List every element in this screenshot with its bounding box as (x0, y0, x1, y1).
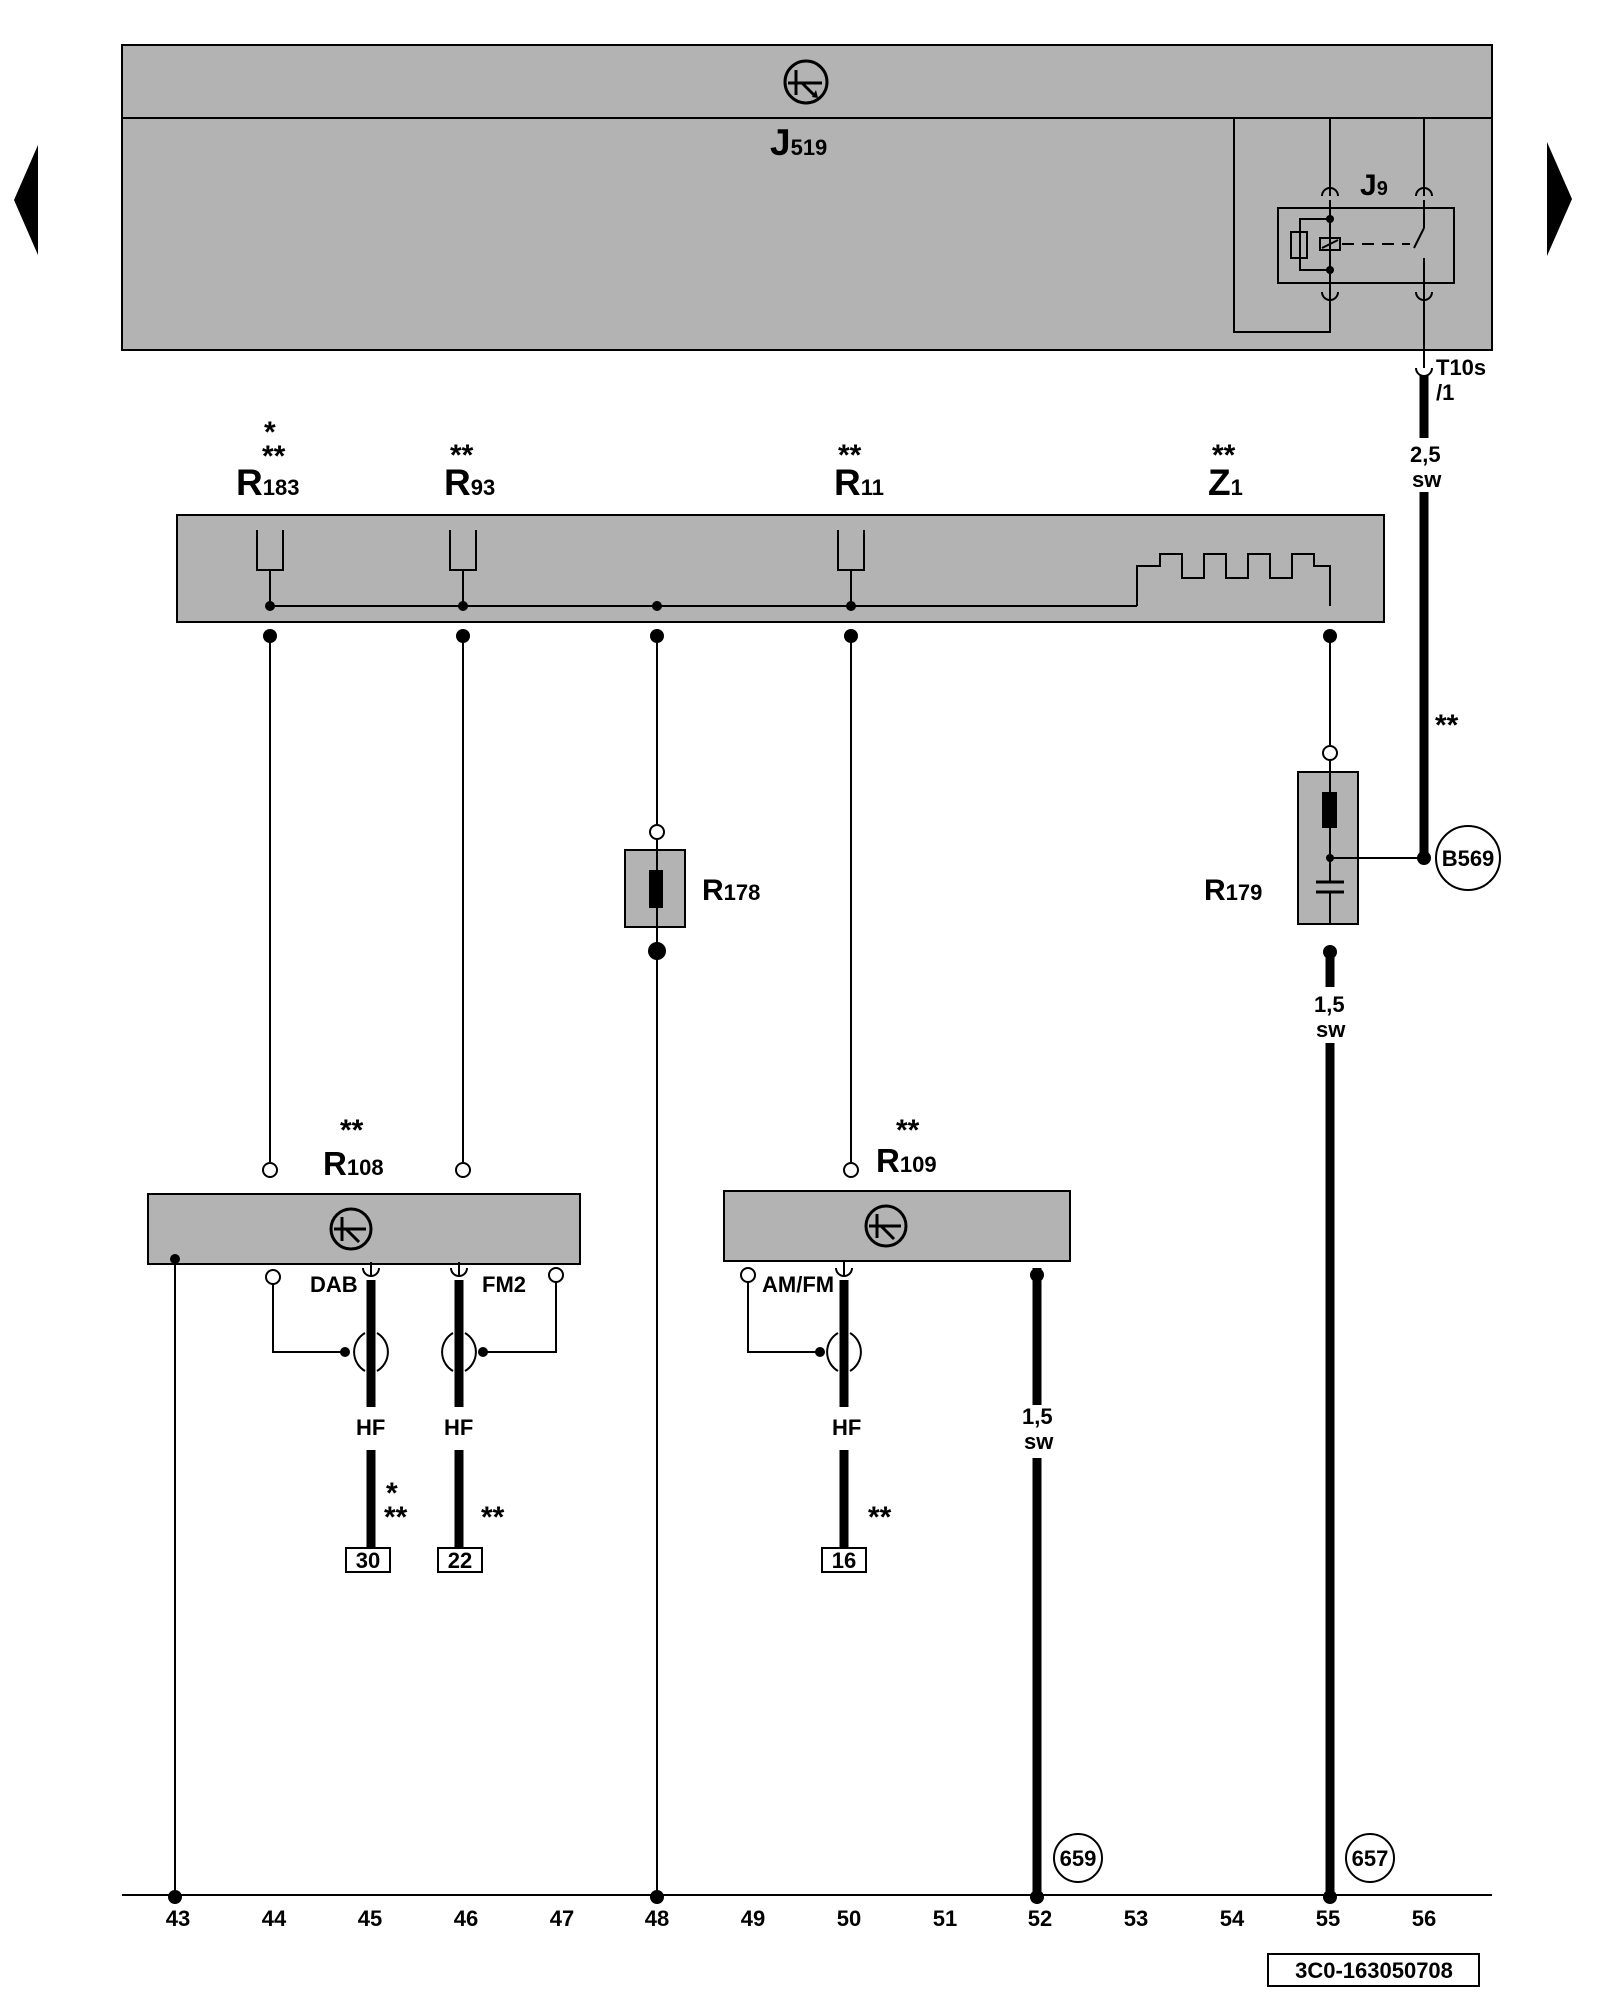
r109-wire-size: 1,5 (1022, 1404, 1053, 1429)
amfm-terminal-number: 16 (832, 1548, 856, 1573)
t10s-connector-label: T10s (1436, 355, 1486, 380)
track-number: 54 (1220, 1906, 1245, 1931)
r183-note-top: * (264, 416, 276, 449)
r183-note-bottom: ** (262, 440, 286, 473)
z1-note: ** (1212, 439, 1236, 472)
track-number: 51 (933, 1906, 957, 1931)
track-number: 47 (550, 1906, 574, 1931)
ref-657-marker: 657 (1345, 1833, 1395, 1883)
ref-657-label: 657 (1352, 1846, 1389, 1871)
j9-relay: J9 (1233, 118, 1455, 350)
track-number: 52 (1028, 1906, 1052, 1931)
diagram-code-box: 3C0-163050708 (1267, 1953, 1480, 1987)
t10s-wire: T10s /1 2,5 sw ** (1410, 350, 1486, 858)
r108-antenna-symbol-icon (329, 1207, 373, 1251)
t10s-wire-color: sw (1412, 467, 1442, 492)
r109-note: ** (896, 1114, 920, 1147)
amfm-note: ** (868, 1501, 892, 1534)
amfm-pin-label: AM/FM (762, 1272, 834, 1297)
track-number: 46 (454, 1906, 478, 1931)
track-number: 55 (1316, 1906, 1340, 1931)
fm2-hf-label: HF (444, 1415, 473, 1440)
r179-wire-size: 1,5 (1314, 992, 1345, 1017)
r109-wire-color: sw (1024, 1429, 1054, 1454)
track-number-row: 43 44 45 46 47 48 49 50 51 52 53 54 55 5… (166, 1906, 1436, 1931)
t10s-wire-note: ** (1435, 709, 1459, 742)
fm2-terminal-number: 22 (448, 1548, 472, 1573)
z1-label: Z1 (1208, 462, 1243, 503)
dab-hf-label: HF (356, 1415, 385, 1440)
r179-label: R179 (1204, 874, 1262, 907)
r183-antenna-symbol-icon (256, 530, 284, 606)
r93-note: ** (450, 439, 474, 472)
dab-terminal-number: 30 (356, 1548, 380, 1573)
r109-antenna-symbol-icon (864, 1204, 908, 1248)
r179-component: R179 (1204, 760, 1431, 925)
ref-659-label: 659 (1060, 1846, 1097, 1871)
track-number: 43 (166, 1906, 190, 1931)
ref-659-marker: 659 (1053, 1833, 1103, 1883)
dab-pin-label: DAB (310, 1272, 358, 1297)
track-number: 50 (837, 1906, 861, 1931)
track-number: 53 (1124, 1906, 1148, 1931)
t10s-pin-label: /1 (1436, 380, 1454, 405)
fm2-note: ** (481, 1501, 505, 1534)
r11-label: R11 (834, 462, 884, 503)
r108-component: ** R108 DAB HF * ** 30 FM2 HF ** 22 (147, 1114, 581, 1897)
signal-wires (262, 629, 1338, 1897)
b569-connection-point: B569 (1435, 825, 1501, 891)
previous-page-arrow[interactable] (14, 145, 38, 255)
j519-control-unit: J519 J9 (121, 44, 1493, 351)
r93-antenna-symbol-icon (449, 530, 477, 606)
r11-note: ** (838, 439, 862, 472)
track-number: 44 (262, 1906, 287, 1931)
antenna-symbol-icon (783, 59, 829, 105)
r178-component: R178 (624, 840, 760, 960)
r11-antenna-symbol-icon (837, 530, 865, 606)
r108-note: ** (340, 1114, 364, 1147)
r109-label: R109 (876, 1142, 937, 1179)
track-number: 45 (358, 1906, 382, 1931)
track-number: 48 (645, 1906, 669, 1931)
diagram-code: 3C0-163050708 (1295, 1958, 1453, 1983)
r108-label: R108 (323, 1145, 384, 1182)
t10s-wire-size: 2,5 (1410, 442, 1441, 467)
r179-wire-color: sw (1316, 1017, 1346, 1042)
z1-heater-symbol-icon (1136, 553, 1331, 606)
dab-note-top: * (386, 1477, 398, 1510)
r93-label: R93 (444, 462, 495, 503)
fm2-pin-label: FM2 (482, 1272, 526, 1297)
dab-note-bottom: ** (384, 1501, 408, 1534)
r179-output-wire: 1,5 sw (1314, 945, 1346, 1895)
track-number: 56 (1412, 1906, 1436, 1931)
antenna-amplifier-module: * ** R183 ** R93 ** R11 ** Z1 (176, 416, 1385, 623)
r178-label: R178 (702, 874, 760, 907)
r109-component: ** R109 AM/FM HF ** 16 1,5 sw (723, 1114, 1071, 1895)
b569-label: B569 (1442, 846, 1495, 871)
j9-label: J9 (1360, 169, 1388, 202)
next-page-arrow[interactable] (1547, 142, 1572, 256)
r183-label: R183 (236, 462, 299, 503)
j519-label: J519 (770, 122, 827, 163)
track-number: 49 (741, 1906, 765, 1931)
amfm-hf-label: HF (832, 1415, 861, 1440)
